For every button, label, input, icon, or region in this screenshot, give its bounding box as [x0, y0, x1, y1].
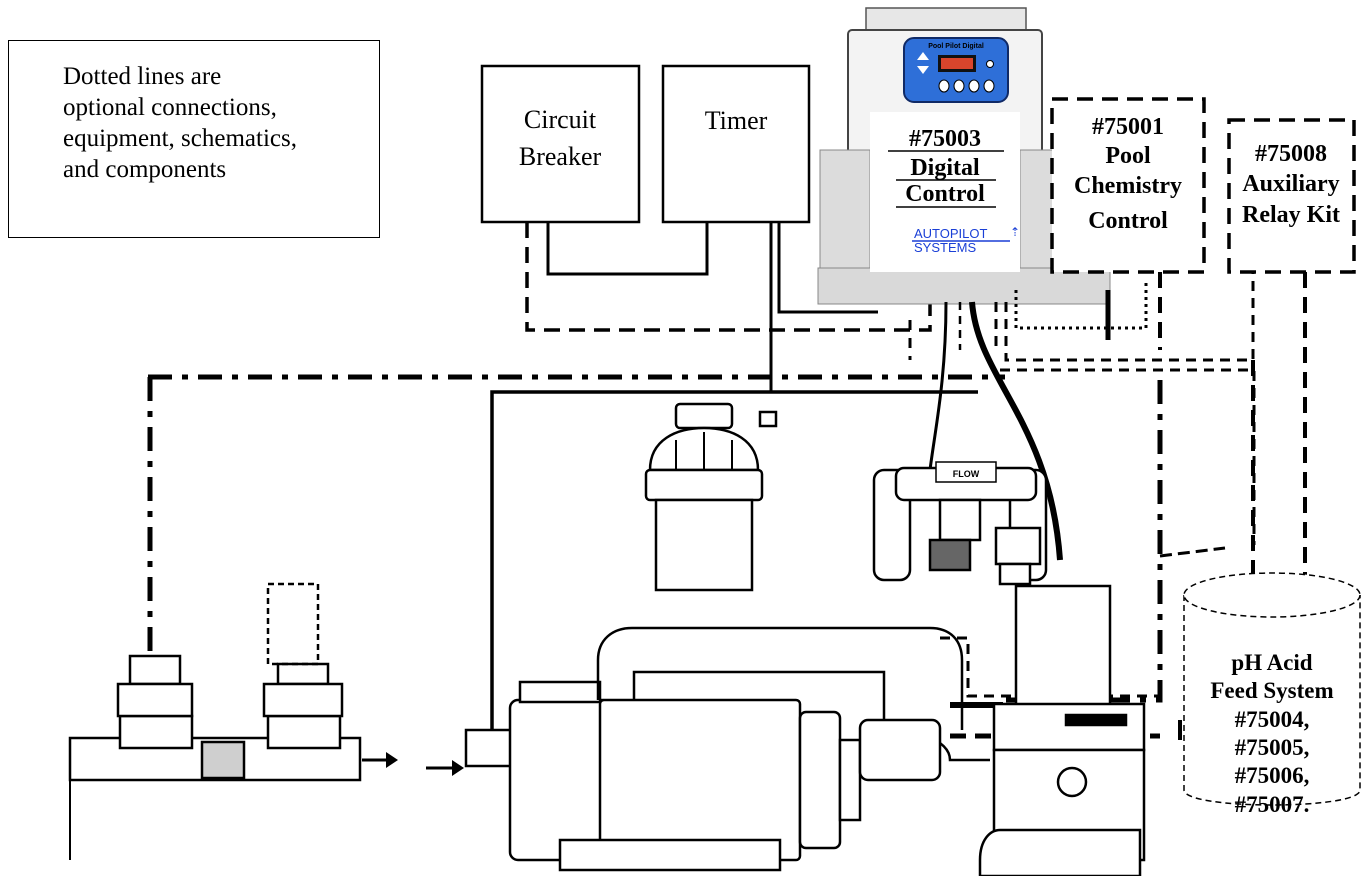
up-arrow-icon — [917, 52, 929, 60]
power-wiring — [525, 222, 932, 392]
panel-title: Pool Pilot Digital — [928, 43, 984, 50]
pool-pump — [464, 680, 862, 872]
legend-note-line: Dotted lines are — [63, 63, 222, 90]
digital-control-unit: Pool Pilot Digital #75003 Digital Contro… — [817, 7, 1111, 305]
legend-note-box: Dotted lines are optional connections, e… — [8, 40, 380, 238]
brand-logo-icon: ⇡ — [1010, 225, 1020, 239]
flow-cell-manifold: FLOW — [872, 461, 1048, 586]
pump-inlet-arrow-icon — [426, 760, 464, 776]
aux-relay-label-2: Relay Kit — [1242, 202, 1340, 228]
ph-feed-label-3: #75004, — [1235, 707, 1310, 732]
circuit-breaker-box: Circuit Breaker — [480, 64, 641, 224]
aux-relay-label-1: Auxiliary — [1242, 171, 1339, 197]
digital-control-part: #75003 — [909, 126, 981, 152]
control-cables — [490, 301, 1063, 740]
pool-chemistry-label-3: Control — [1088, 208, 1168, 234]
autopilot-brand: AUTOPILOT — [914, 226, 988, 241]
pool-chemistry-label-2: Chemistry — [1074, 173, 1182, 199]
legend-note-line: optional connections, — [63, 94, 277, 121]
timer-label: Timer — [705, 106, 768, 135]
down-arrow-icon — [917, 66, 929, 74]
timer-box: Timer — [661, 64, 811, 224]
ph-feed-label-1: pH Acid — [1231, 650, 1312, 675]
circuit-breaker-label-1: Circuit — [524, 105, 597, 134]
ph-feed-label-2: Feed System — [1210, 678, 1333, 703]
pool-chemistry-label-1: Pool — [1105, 143, 1151, 169]
return-piping — [596, 626, 990, 782]
flow-label: FLOW — [953, 469, 980, 479]
ph-feed-label-4: #75005, — [1235, 735, 1310, 760]
pool-chemistry-box: #75001 Pool Chemistry Control — [1050, 97, 1206, 274]
ph-feed-label-5: #75006, — [1235, 763, 1310, 788]
cartridge-filter — [644, 402, 778, 592]
legend-note-line: and components — [63, 156, 227, 183]
control-display-panel: Pool Pilot Digital — [903, 37, 1009, 103]
systems-brand: SYSTEMS — [914, 240, 976, 255]
aux-relay-box: #75008 Auxiliary Relay Kit — [1227, 118, 1356, 274]
legend-note-line: equipment, schematics, — [63, 125, 297, 152]
digital-control-label-2: Control — [905, 181, 985, 207]
heater-unit — [978, 584, 1146, 876]
flow-arrow-icon — [362, 752, 398, 768]
legend-note-text: Dotted lines are optional connections, e… — [63, 61, 383, 185]
pool-chemistry-part: #75001 — [1092, 114, 1164, 140]
ph-feed-label-6: #75007. — [1235, 792, 1310, 817]
inlet-plumbing — [68, 582, 362, 860]
circuit-breaker-label-2: Breaker — [519, 142, 602, 171]
aux-relay-part: #75008 — [1255, 141, 1327, 167]
digital-control-label-1: Digital — [910, 155, 980, 181]
ph-acid-feed-tank: pH Acid Feed System #75004, #75005, #750… — [1183, 572, 1361, 817]
